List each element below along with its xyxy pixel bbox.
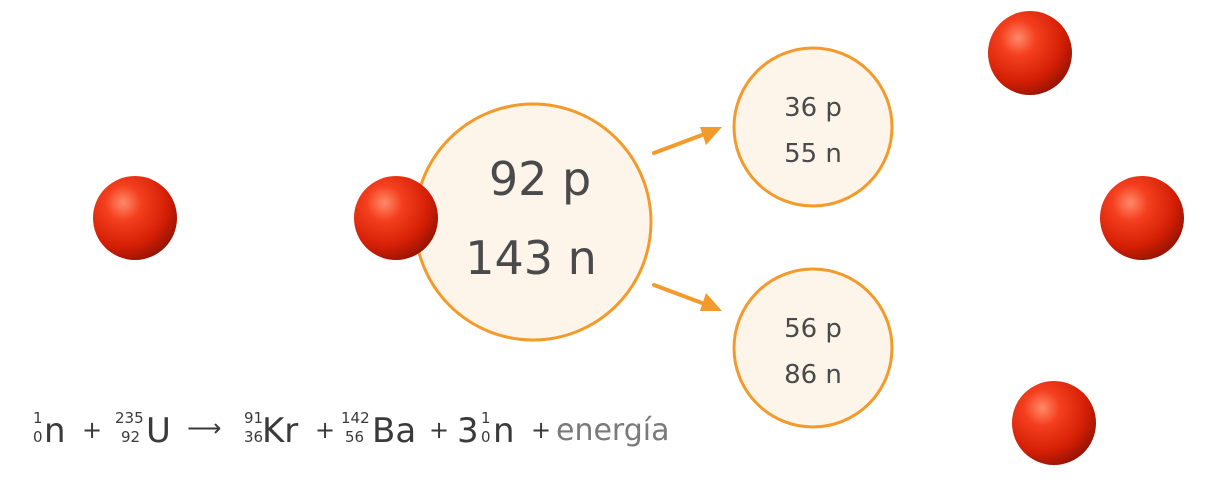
neutron-icon (1012, 381, 1096, 465)
uranium-nucleus-circle (413, 102, 653, 342)
released-neutron-bottom (952, 349, 1096, 465)
barium-atomic-number: 56 (345, 428, 364, 446)
neutron-mass-number: 1 (33, 409, 43, 427)
arrow-to-barium (652, 283, 722, 311)
neutron-coefficient: 3 (457, 411, 479, 451)
barium-nucleus: 56 p 86 n (732, 267, 894, 429)
uranium-symbol: U (146, 411, 171, 451)
krypton-protons: 36 p (784, 93, 842, 123)
barium-mass-number: 142 (341, 409, 370, 427)
plus-sign-2: + (315, 416, 335, 444)
neutron-icon (93, 176, 177, 260)
product-neutron-symbol: n (493, 411, 515, 451)
neutron-icon (1100, 176, 1184, 260)
krypton-atomic-number: 36 (244, 428, 263, 446)
uranium-protons: 92 p (489, 152, 591, 206)
barium-nucleus-circle (732, 267, 894, 429)
plus-sign-4: + (531, 416, 551, 444)
incoming-neutron (15, 176, 177, 260)
reaction-arrow: ⟶ (187, 414, 221, 442)
barium-neutrons: 86 n (784, 360, 842, 390)
neutron-atomic-number: 0 (33, 428, 43, 446)
neutron-icon (988, 11, 1072, 95)
barium-protons: 56 p (784, 314, 842, 344)
fission-equation: 1 0 n + 235 92 U ⟶ 91 36 Kr + 142 56 Ba … (33, 409, 670, 451)
released-neutron-middle (1022, 176, 1184, 260)
uranium-neutrons: 143 n (465, 231, 597, 285)
arrow-to-krypton (652, 127, 722, 155)
uranium-mass-number: 235 (115, 409, 144, 427)
barium-symbol: Ba (372, 411, 416, 451)
energy-label: energía (556, 413, 670, 448)
neutron-icon (354, 176, 438, 260)
plus-sign-3: + (429, 416, 449, 444)
uranium-atomic-number: 92 (121, 428, 140, 446)
plus-sign-1: + (82, 416, 102, 444)
krypton-nucleus-circle (732, 46, 894, 208)
krypton-nucleus: 36 p 55 n (732, 46, 894, 208)
krypton-neutrons: 55 n (784, 139, 842, 169)
product-neutron-mass-number: 1 (481, 409, 491, 427)
krypton-mass-number: 91 (244, 409, 263, 427)
uranium-nucleus: 92 p 143 n (413, 102, 653, 342)
krypton-symbol: Kr (262, 411, 298, 451)
released-neutron-top (928, 11, 1072, 126)
neutron-symbol: n (44, 411, 66, 451)
product-neutron-atomic-number: 0 (481, 428, 491, 446)
